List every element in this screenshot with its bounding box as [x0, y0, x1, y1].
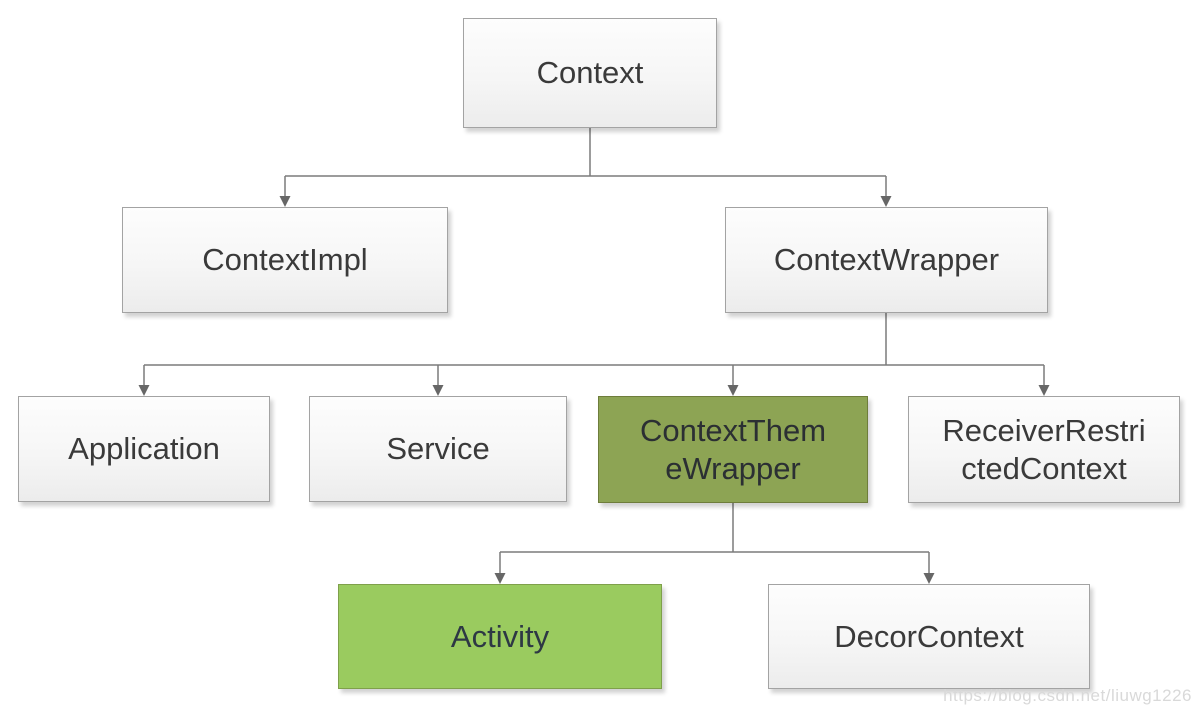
edge-group-contextwrapper-children	[143, 313, 1045, 386]
arrowhead-decorcontext	[923, 573, 935, 584]
node-label-application: Application	[68, 431, 220, 467]
node-decorcontext: DecorContext	[768, 584, 1090, 689]
node-contextwrapper: ContextWrapper	[725, 207, 1048, 313]
arrowhead-contextimpl	[279, 196, 291, 207]
node-contextimpl: ContextImpl	[122, 207, 448, 313]
arrowhead-contextwrapper	[880, 196, 892, 207]
edge-group-ctw-children	[499, 503, 930, 574]
node-service: Service	[309, 396, 567, 502]
node-label-service: Service	[386, 431, 490, 467]
node-label-activity: Activity	[450, 618, 550, 654]
edge-group-context-children	[284, 128, 887, 197]
node-label-receiverrestrictedcontext: ReceiverRestri ctedContext	[942, 412, 1146, 486]
node-label-contextwrapper: ContextWrapper	[773, 242, 1000, 278]
node-label-contextthemewrapper: ContextThem eWrapper	[639, 412, 827, 486]
arrowhead-service	[432, 385, 444, 396]
arrowhead-contextthemewrapper	[727, 385, 739, 396]
arrowhead-receiverrestrictedcontext	[1038, 385, 1050, 396]
node-receiverrestrictedcontext: ReceiverRestri ctedContext	[908, 396, 1180, 503]
arrowhead-activity	[494, 573, 506, 584]
node-label-contextimpl: ContextImpl	[202, 242, 368, 278]
arrowhead-application	[138, 385, 150, 396]
node-context: Context	[463, 18, 717, 128]
node-activity: Activity	[338, 584, 662, 689]
node-label-decorcontext: DecorContext	[834, 618, 1024, 654]
watermark-url: https://blog.csdn.net/liuwg1226	[943, 686, 1192, 705]
node-contextthemewrapper: ContextThem eWrapper	[598, 396, 868, 503]
node-application: Application	[18, 396, 270, 502]
node-label-context: Context	[536, 55, 644, 91]
